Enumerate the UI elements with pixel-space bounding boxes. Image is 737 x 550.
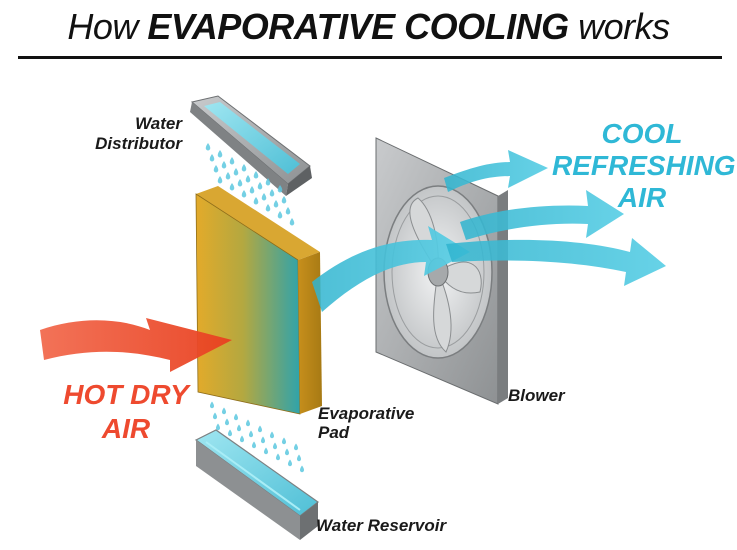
water-drop [281, 437, 287, 445]
page-title: How EVAPORATIVE COOLING works [0, 6, 737, 48]
water-drop [212, 412, 218, 420]
water-distributor-label-line1: Water [135, 114, 182, 133]
hot-air-arrow [40, 318, 232, 372]
water-drop [229, 183, 235, 191]
water-drop [263, 447, 269, 455]
hot-dry-air-label: HOT DRY AIR [52, 378, 200, 446]
title-emphasis: EVAPORATIVE COOLING [147, 6, 569, 47]
water-reservoir-label: Water Reservoir [316, 516, 447, 535]
water-drop [227, 429, 233, 437]
water-drop [233, 168, 239, 176]
water-drop [257, 182, 263, 190]
cool-air-arrow-bottom [446, 238, 666, 286]
water-drop [241, 190, 247, 198]
water-drop [289, 218, 295, 226]
water-drop [257, 425, 263, 433]
cool-refreshing-air-label: COOL REFRESHING AIR [552, 118, 736, 214]
evaporative-pad-label-line1: Evaporative [318, 404, 415, 423]
title-suffix: works [578, 6, 670, 47]
cool-refreshing-air-label-line1: COOL [601, 118, 683, 149]
water-distributor-label-line2: Distributor [95, 134, 182, 153]
water-drop [299, 465, 305, 473]
water-drop [221, 161, 227, 169]
water-drop [293, 443, 299, 451]
water-drop [296, 454, 302, 462]
evaporative-pad [195, 186, 322, 415]
water-drop [269, 431, 275, 439]
cool-air-arrow-middle [460, 190, 624, 240]
water-drop [236, 424, 242, 432]
water-distributor-label: Water [120, 114, 182, 133]
water-drop [251, 441, 257, 449]
water-drop [260, 436, 266, 444]
water-drop [221, 407, 227, 415]
water-drop [287, 459, 293, 467]
water-drop [261, 193, 267, 201]
water-drop [285, 207, 291, 215]
water-drop [277, 211, 283, 219]
title-prefix: How [67, 6, 138, 47]
water-distributor-trough [190, 95, 312, 196]
evaporative-pad-label: Evaporative Pad [318, 404, 414, 442]
water-drop [265, 178, 271, 186]
water-drop [275, 453, 281, 461]
water-drop [273, 200, 279, 208]
water-drop [239, 435, 245, 443]
water-drop [248, 430, 254, 438]
pad-water-drops [209, 401, 305, 473]
water-drop [205, 143, 211, 151]
cool-refreshing-air-label-line2: REFRESHING [552, 150, 736, 181]
hot-dry-air-label-line2: AIR [101, 413, 151, 444]
water-drop [229, 157, 235, 165]
water-drop [233, 413, 239, 421]
blower-label: Blower [508, 386, 565, 405]
water-drop [213, 165, 219, 173]
water-drop [245, 175, 251, 183]
cool-air-arrow-top [444, 150, 548, 192]
evaporative-pad-label-line2: Pad [318, 423, 350, 442]
water-drop [217, 150, 223, 158]
water-drop [253, 171, 259, 179]
cool-refreshing-air-label-line3: AIR [617, 182, 667, 213]
cool-air-stream-arrow [312, 226, 470, 312]
water-distributor-label-2: Distributor [82, 134, 182, 153]
water-drop [265, 204, 271, 212]
water-drop [225, 172, 231, 180]
water-drop [249, 186, 255, 194]
water-drop [245, 419, 251, 427]
water-drop [237, 179, 243, 187]
water-drop [277, 185, 283, 193]
water-drop [209, 401, 215, 409]
title-underline [18, 56, 722, 59]
water-drop [284, 448, 290, 456]
water-drop [224, 418, 230, 426]
hot-dry-air-label-line1: HOT DRY [63, 379, 189, 410]
water-drop [272, 442, 278, 450]
water-drop [215, 423, 221, 431]
water-drop [209, 154, 215, 162]
distributor-water-drops [205, 143, 295, 226]
water-drop [281, 196, 287, 204]
water-drop [217, 176, 223, 184]
water-drop [241, 164, 247, 172]
water-drop [269, 189, 275, 197]
water-drop [253, 197, 259, 205]
water-reservoir-tray [194, 429, 320, 540]
